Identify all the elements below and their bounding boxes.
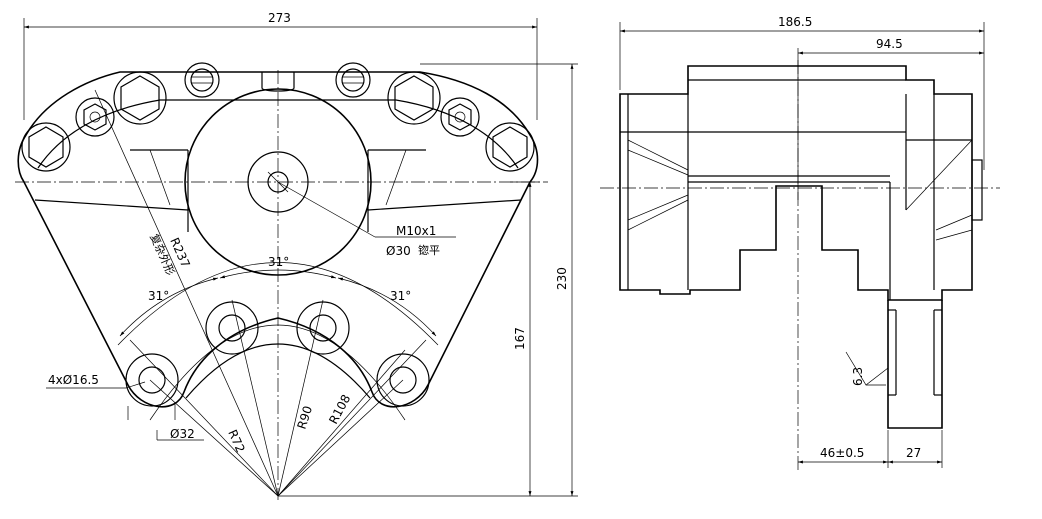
dim-side-bottom: 46±0.5 27 xyxy=(798,430,943,468)
slotted-plug-left xyxy=(184,62,220,98)
radius-r90-label: R90 xyxy=(295,404,316,431)
upper-flange-edge xyxy=(37,99,519,169)
arc-r90 xyxy=(149,324,406,421)
bolt-heads xyxy=(21,62,535,172)
spotface-note: 锪平 xyxy=(418,244,440,257)
radial-lines xyxy=(94,89,427,497)
dim-side-top: 186.5 94.5 xyxy=(619,15,985,200)
dim-167-label: 167 xyxy=(513,327,527,350)
thread-hole xyxy=(267,171,289,193)
right-chamfer-lines xyxy=(905,139,973,241)
bleeder-protrusion xyxy=(971,159,983,221)
dim-overall-width: 273 xyxy=(23,11,538,120)
thread-label: M10x1 xyxy=(396,224,436,238)
front-view: 273 xyxy=(15,11,578,500)
bleeder-right xyxy=(440,97,480,137)
dim-186-5-label: 186.5 xyxy=(778,15,812,29)
side-view: 186.5 94.5 xyxy=(600,15,1000,470)
spotface-label: Ø30 xyxy=(386,244,411,258)
central-boss xyxy=(184,88,372,276)
dim-46-label: 46±0.5 xyxy=(820,446,864,460)
dim-vertical: 230 167 xyxy=(278,63,578,497)
arc-r72 xyxy=(185,343,371,399)
dim-94-5-label: 94.5 xyxy=(876,37,903,51)
dim-27-label: 27 xyxy=(906,446,921,460)
mounting-bracket xyxy=(887,300,943,429)
side-body-outline xyxy=(619,65,973,301)
hex-bolt-left-inner xyxy=(113,71,167,125)
hex-bolt-left-outer xyxy=(21,122,71,172)
top-notch xyxy=(261,72,295,92)
roughness-label: 6.3 xyxy=(851,367,865,386)
angle-center-label: 31° xyxy=(268,255,289,269)
dim-273-label: 273 xyxy=(268,11,291,25)
angle-arc-left xyxy=(119,277,219,337)
spotface-circle xyxy=(247,151,309,213)
roughness-symbol: 6.3 xyxy=(845,351,889,386)
right-face-line xyxy=(367,199,522,211)
hex-bolt-right-inner xyxy=(387,71,441,125)
dim-230-label: 230 xyxy=(555,267,569,290)
angle-arc-right xyxy=(337,277,437,337)
holes-callout-label: 4xØ16.5 xyxy=(48,373,99,387)
bleeder-left xyxy=(75,97,115,137)
slotted-plug-right xyxy=(335,62,371,98)
bore-32-label: Ø32 xyxy=(170,427,195,441)
left-chamfer-lines xyxy=(627,139,689,231)
radius-r72-label: R72 xyxy=(225,428,247,455)
hex-bolt-right-outer xyxy=(485,122,535,172)
angle-right-label: 31° xyxy=(390,289,411,303)
angle-arc-center xyxy=(219,269,337,279)
left-face-line xyxy=(34,199,189,211)
angle-left-label: 31° xyxy=(148,289,169,303)
